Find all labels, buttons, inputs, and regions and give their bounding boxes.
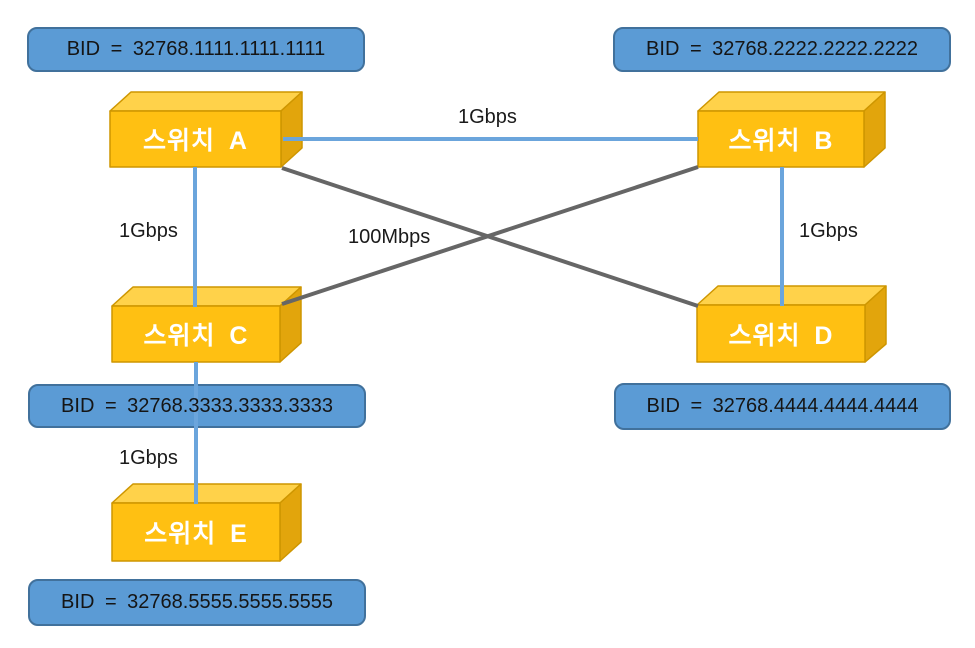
switch-a-front-face: [109, 110, 282, 168]
bid-box-a: [27, 27, 365, 72]
switch-b-label: 스위치 B: [728, 127, 834, 155]
switch-c-label: 스위치 C: [143, 322, 249, 350]
link-label-100mbps: 100Mbps: [348, 226, 431, 248]
bid-label-d: BID = 32768.4444.4444.4444: [646, 395, 919, 417]
switch-d-label: 스위치 D: [728, 321, 834, 350]
switch-e-front-face: [111, 502, 281, 562]
bid-label-a: BID = 32768.1111.1111.1111: [66, 38, 326, 60]
bid-box-d: [614, 383, 951, 430]
switch-a-cube: [109, 91, 303, 168]
link-label-c-e: 1Gbps: [119, 447, 178, 469]
switch-a-label: 스위치 A: [142, 127, 248, 155]
switch-d-front-face: [696, 304, 866, 363]
bid-label-c: BID = 32768.3333.3333.3333: [61, 394, 333, 417]
bid-label-e: BID = 32768.5555.5555.5555: [61, 591, 333, 613]
bid-box-e: [28, 579, 366, 626]
switch-a-top-face: [109, 91, 303, 112]
switch-b-cube: [697, 91, 886, 168]
switch-c-top-face: [111, 286, 302, 307]
bid-box-b: [613, 27, 951, 72]
link-label-a-b: 1Gbps: [458, 106, 517, 128]
link-label-a-c: 1Gbps: [119, 220, 178, 242]
switch-e-top-face: [111, 483, 302, 504]
switch-e-label: 스위치 E: [144, 520, 248, 548]
link-label-b-d: 1Gbps: [799, 220, 858, 242]
link-b-c: [281, 165, 699, 306]
switch-e-cube: [111, 483, 302, 562]
switch-d-cube: [696, 285, 887, 363]
switch-b-top-face: [697, 91, 886, 112]
switch-d-top-face: [696, 285, 887, 306]
bid-label-b: BID = 32768.2222.2222.2222: [646, 38, 918, 60]
